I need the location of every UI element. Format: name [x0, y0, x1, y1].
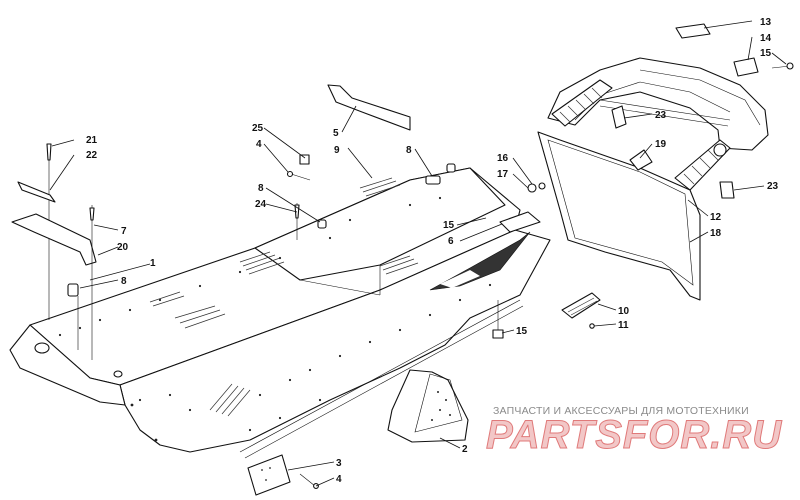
callout-9: 9 — [334, 145, 340, 156]
callout-8: 8 — [258, 183, 264, 194]
callout-2: 2 — [462, 444, 468, 455]
part-trim-strip — [327, 84, 411, 131]
callout-7: 7 — [121, 226, 127, 237]
part-license-plate — [247, 454, 319, 496]
callout-6: 6 — [448, 236, 454, 247]
callout-11: 11 — [618, 320, 629, 331]
part-fasteners — [286, 154, 311, 240]
callout-24: 24 — [255, 199, 267, 210]
watermark: ЗАПЧАСТИ И АКСЕССУАРЫ ДЛЯ МОТОТЕХНИКИ PA… — [486, 405, 782, 458]
callout-15: 15 — [516, 326, 528, 337]
part-step-pad — [561, 292, 601, 329]
part-bolt-lower — [492, 300, 504, 339]
callout-labels: 21 22 7 20 1 8 25 4 9 8 24 5 8 15 6 16 1… — [86, 17, 779, 485]
part-rear-support — [387, 369, 469, 443]
tunnel-assembly — [9, 167, 551, 459]
callout-14: 14 — [760, 33, 772, 44]
callout-23: 23 — [767, 181, 779, 192]
callout-18: 18 — [710, 228, 722, 239]
watermark-caption: ЗАПЧАСТИ И АКСЕССУАРЫ ДЛЯ МОТОТЕХНИКИ — [493, 405, 749, 417]
callout-16: 16 — [497, 153, 509, 164]
callout-21: 21 — [86, 135, 98, 146]
callout-4: 4 — [336, 474, 342, 485]
callout-3: 3 — [336, 458, 342, 469]
grab-handle — [547, 57, 769, 151]
callout-23: 23 — [655, 110, 667, 121]
callout-8: 8 — [121, 276, 127, 287]
callout-25: 25 — [252, 123, 264, 134]
callout-13: 13 — [760, 17, 772, 28]
tunnel-decal — [429, 231, 531, 291]
part-rear-bracket — [499, 211, 541, 233]
callout-5: 5 — [333, 128, 339, 139]
part-front-brackets — [11, 143, 97, 360]
callout-8: 8 — [406, 145, 412, 156]
callout-12: 12 — [710, 212, 722, 223]
part-bumper-8 — [67, 163, 456, 297]
callout-4: 4 — [256, 139, 262, 150]
callout-19: 19 — [655, 139, 667, 150]
callout-15: 15 — [760, 48, 772, 59]
snow-flap — [537, 131, 701, 301]
callout-17: 17 — [497, 169, 509, 180]
callout-20: 20 — [117, 242, 129, 253]
callout-leaders — [49, 20, 787, 487]
rear-bumper-assembly — [527, 23, 794, 301]
callout-22: 22 — [86, 150, 98, 161]
callout-10: 10 — [618, 306, 630, 317]
callout-1: 1 — [150, 258, 156, 269]
callout-15: 15 — [443, 220, 455, 231]
watermark-brand: PARTSFOR.RU — [486, 413, 782, 457]
